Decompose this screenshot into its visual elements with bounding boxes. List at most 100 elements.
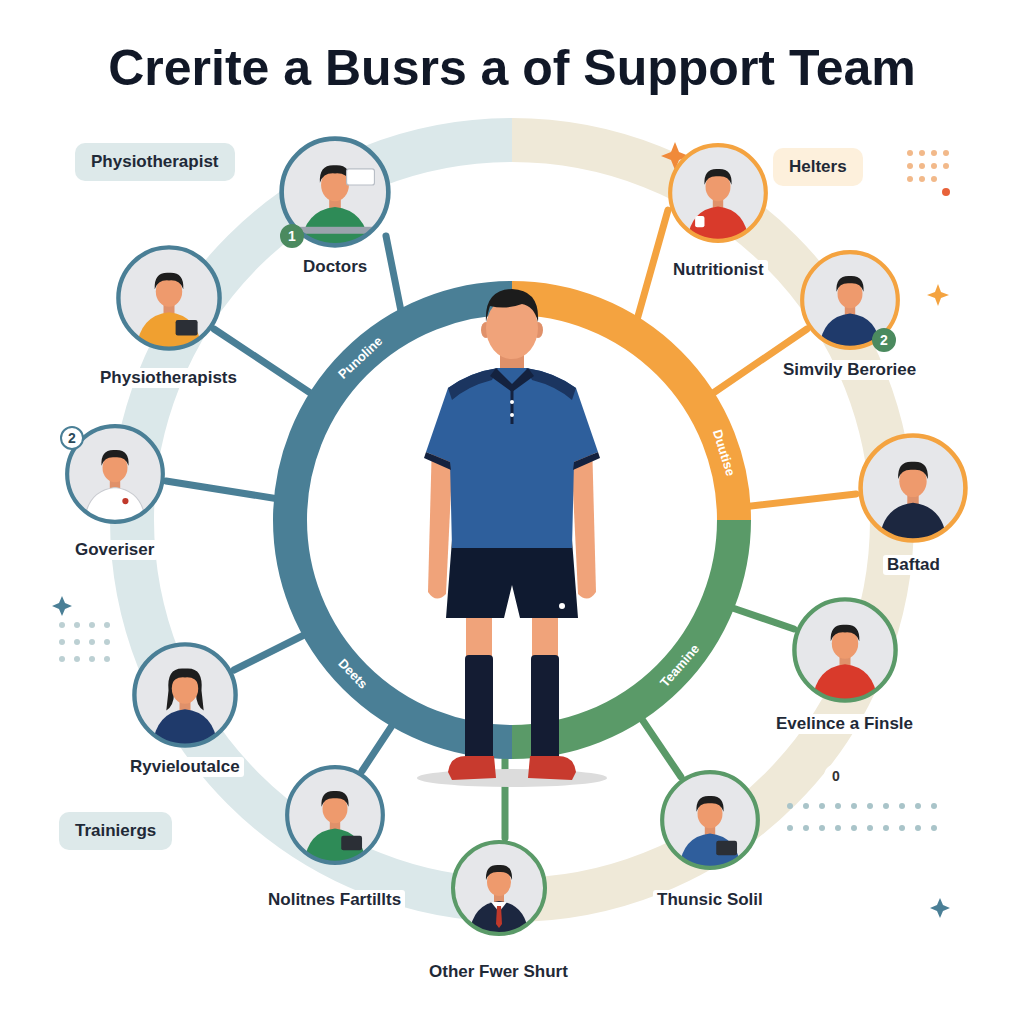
figure-sock	[465, 655, 493, 760]
branch-line	[214, 329, 324, 402]
decoration	[915, 825, 921, 831]
decoration	[104, 656, 110, 662]
icon-hair	[321, 791, 348, 807]
role-label: Baftad	[883, 555, 944, 575]
inner-ring	[290, 298, 734, 742]
decoration	[883, 825, 889, 831]
icon-border	[861, 436, 966, 541]
icon-tablet	[716, 841, 737, 856]
ring-segment-label: Duutise	[709, 428, 738, 478]
decoration	[819, 803, 825, 809]
role-label: Nutritionist	[669, 260, 768, 280]
icon-tablet	[176, 320, 198, 335]
pill-text: Trainiergs	[75, 821, 156, 841]
figure-hair	[486, 289, 538, 322]
role-node: Thunsic Solil	[651, 768, 769, 911]
sparkle	[930, 898, 950, 918]
figure-sock	[531, 655, 559, 760]
callout-number: 2	[872, 328, 896, 352]
person-icon	[130, 640, 240, 750]
icon-border	[670, 145, 766, 241]
figure-shirt	[426, 368, 598, 548]
decoration	[931, 163, 937, 169]
decoration	[787, 825, 793, 831]
icon-hair	[898, 462, 928, 479]
role-label: Doctors	[299, 257, 371, 277]
tag-pill: Physiotherapist	[75, 143, 235, 181]
figure-leg	[532, 612, 558, 662]
figure-leg	[466, 612, 492, 662]
diagram-title: Crerite a Busrs a of Support Team	[108, 40, 916, 96]
decoration	[835, 825, 841, 831]
pill-text: Helters	[789, 157, 847, 177]
icon-tablet	[341, 836, 362, 851]
decoration	[89, 622, 95, 628]
role-label: Thunsic Solil	[653, 890, 767, 910]
figure-shoe	[528, 756, 576, 780]
decoration	[74, 656, 80, 662]
icon-hair	[320, 165, 350, 182]
icon-hair	[101, 450, 128, 466]
dot-grid	[59, 622, 110, 662]
outer-ring	[132, 140, 892, 900]
person-icon	[449, 838, 549, 938]
shirt-placket	[511, 390, 514, 424]
icon-cup	[695, 216, 704, 227]
sparkle	[52, 596, 72, 616]
icon-hair	[704, 169, 731, 185]
figure-shorts	[446, 540, 578, 618]
decoration	[943, 150, 949, 156]
icon-border	[287, 767, 383, 863]
sleeve-trim	[573, 452, 600, 470]
decoration	[907, 150, 913, 156]
shirt-shoulder	[448, 368, 498, 400]
decoration	[803, 825, 809, 831]
role-node: Evelince a Finsle	[770, 595, 920, 735]
shirt-collar	[490, 368, 534, 392]
player-figure	[417, 289, 607, 787]
shorts-logo	[559, 603, 565, 609]
decoration	[867, 803, 873, 809]
decoration	[89, 639, 95, 645]
decoration	[819, 825, 825, 831]
role-label: Ryvieloutalce	[126, 757, 244, 777]
icon-border	[453, 842, 545, 934]
person-icon	[658, 768, 762, 872]
decoration	[803, 803, 809, 809]
decoration	[931, 803, 937, 809]
decoration	[104, 622, 110, 628]
decoration	[931, 176, 937, 182]
ring-segment-label: Deets	[335, 656, 371, 692]
role-node: Nolitnes Fartillts	[262, 763, 408, 911]
role-node: Baftad	[854, 431, 972, 576]
decoration	[851, 803, 857, 809]
decoration	[74, 639, 80, 645]
pill-text: Physiotherapist	[91, 152, 219, 172]
sparkles	[52, 142, 950, 918]
decoration	[787, 803, 793, 809]
decoration	[931, 150, 937, 156]
person-icon	[856, 431, 970, 545]
sparkle	[927, 284, 949, 306]
role-node: Nutritionist	[664, 141, 772, 281]
role-label: Physiotherapists	[96, 368, 241, 388]
decoration	[59, 622, 65, 628]
decoration	[907, 176, 913, 182]
role-label: Evelince a Finsle	[772, 714, 917, 734]
decoration	[919, 163, 925, 169]
role-node: Simvily Beroriee	[777, 248, 923, 381]
decoration	[942, 188, 950, 196]
role-label: Other Fwer Shurt	[425, 962, 572, 982]
icon-border	[794, 599, 895, 700]
shirt-button	[510, 400, 514, 404]
decoration	[907, 163, 913, 169]
person-icon	[114, 243, 224, 353]
decoration	[899, 825, 905, 831]
icon-hair	[155, 273, 184, 290]
icon-tie	[496, 906, 502, 928]
icon-hair	[831, 625, 860, 642]
decoration	[89, 656, 95, 662]
shirt-button	[510, 413, 514, 417]
shirt-shoulder	[526, 368, 576, 400]
decoration	[851, 825, 857, 831]
